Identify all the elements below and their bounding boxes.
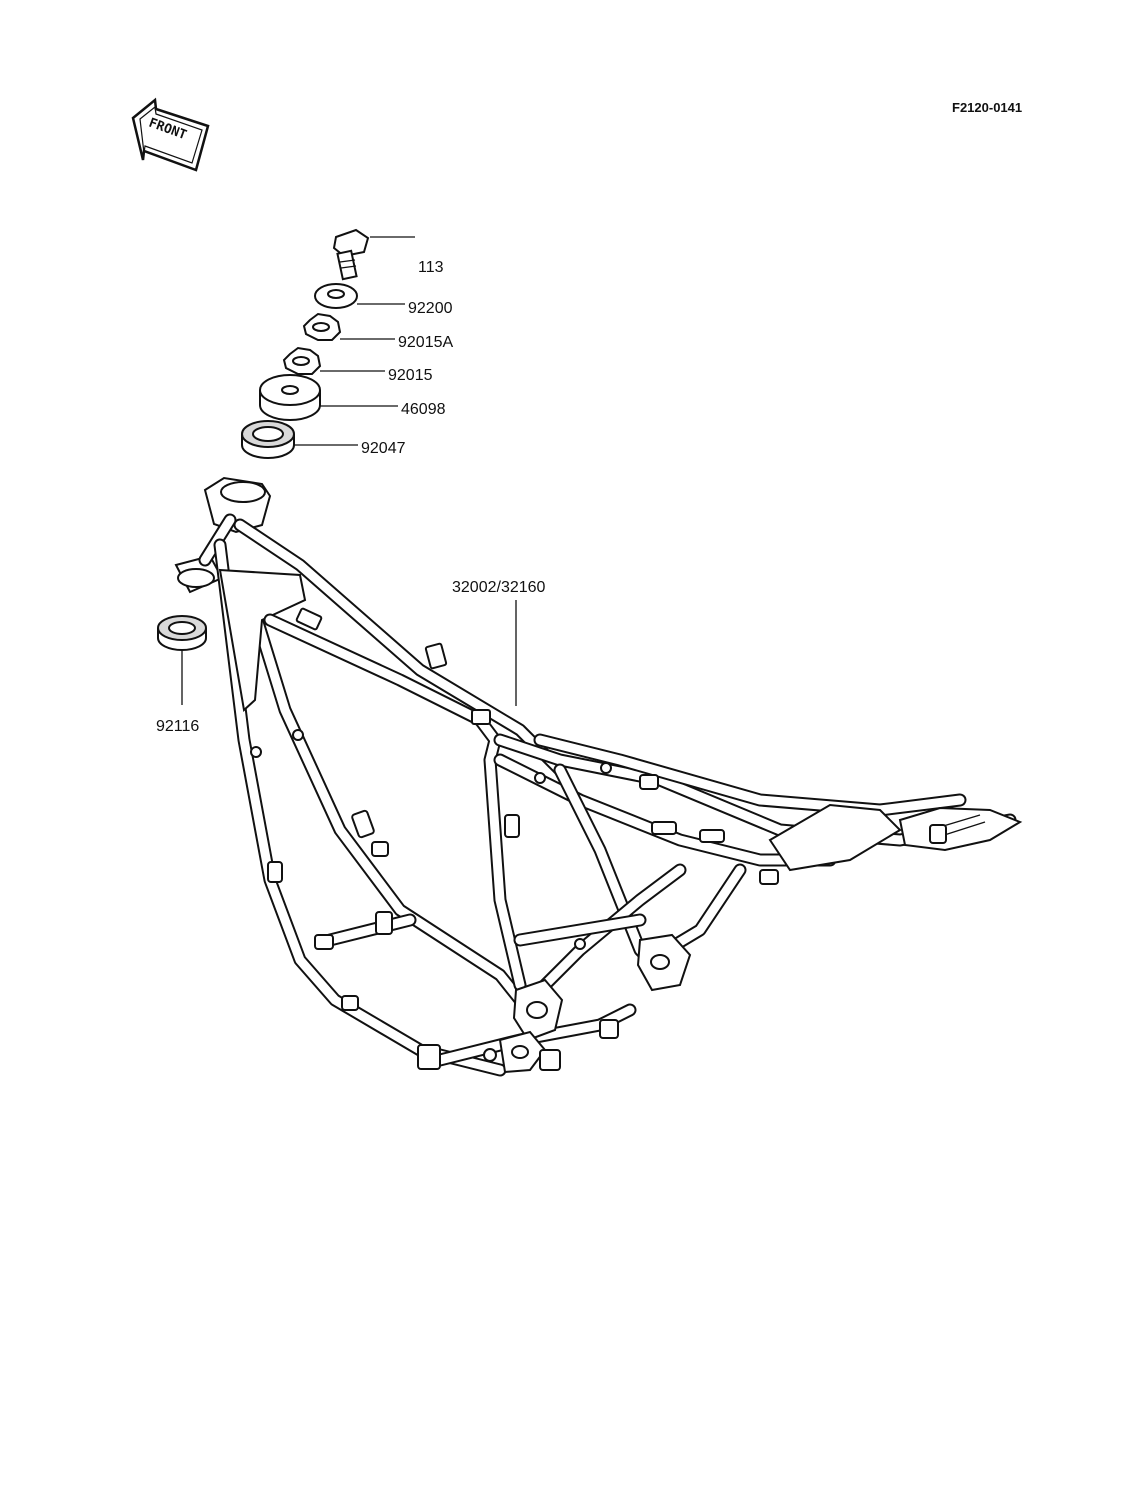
part-label-46098: 46098 bbox=[401, 401, 446, 418]
front-arrow-icon: FRONT bbox=[131, 97, 210, 172]
washer-icon bbox=[314, 283, 358, 309]
lower-bearing-seal-icon bbox=[157, 615, 207, 651]
cone-race-cap-icon bbox=[259, 374, 321, 421]
diagram-code: F2120-0141 bbox=[952, 100, 1022, 115]
part-label-113: 113 bbox=[418, 259, 444, 276]
part-label-32002-32160: 32002/32160 bbox=[452, 579, 546, 596]
frame-icon bbox=[174, 476, 1023, 1077]
ball-bearing-icon bbox=[241, 420, 295, 459]
nut-icon bbox=[282, 346, 322, 375]
part-label-92015A: 92015A bbox=[398, 334, 453, 351]
lock-nut-icon bbox=[302, 312, 342, 341]
part-label-92015: 92015 bbox=[388, 367, 433, 384]
part-label-92116: 92116 bbox=[156, 718, 199, 735]
bolt-icon bbox=[332, 228, 370, 281]
part-label-92047: 92047 bbox=[361, 440, 406, 457]
part-label-92200: 92200 bbox=[408, 300, 453, 317]
